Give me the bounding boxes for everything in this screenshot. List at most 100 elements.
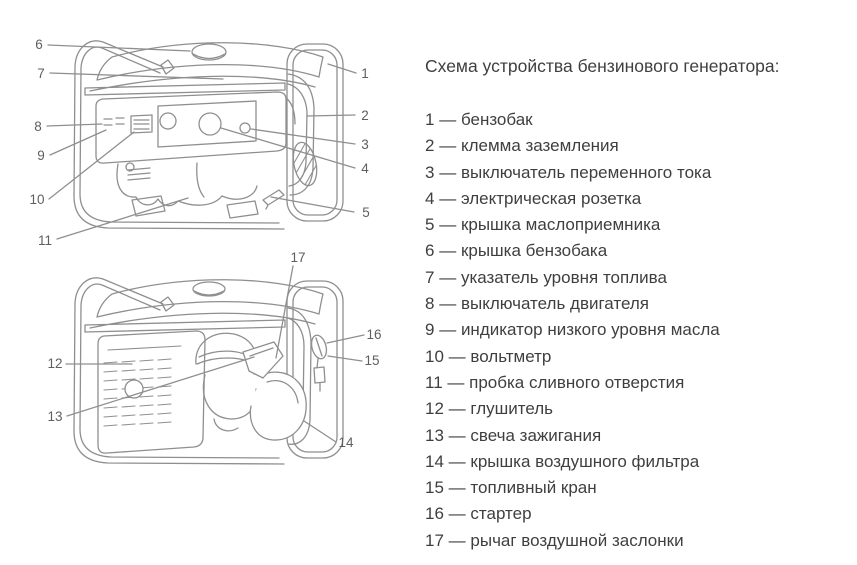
item-number: 9 <box>425 320 435 340</box>
fuel-tank-2 <box>84 279 324 333</box>
item-number: 4 <box>425 188 435 208</box>
callout-number-10: 10 <box>29 192 44 207</box>
dash: — <box>448 346 466 366</box>
item-label: рычаг воздушной заслонки <box>470 530 684 550</box>
legend-item-5: 5 — крышка маслоприемника <box>425 212 855 238</box>
rear-view-callouts: 17 16 15 14 12 13 <box>47 250 381 450</box>
generator-front-view <box>73 40 344 230</box>
callout-line-9 <box>49 129 107 156</box>
item-label: крышка бензобака <box>460 241 608 261</box>
legend-list: 1 — бензобак 2 — клемма заземления 3 — в… <box>425 107 855 554</box>
dash: — <box>439 162 457 182</box>
item-label: бензобак <box>460 110 533 129</box>
callout-line-17 <box>275 265 294 359</box>
item-number: 7 <box>425 267 435 287</box>
callout-number-16: 16 <box>366 327 381 342</box>
engine-switch-marks <box>103 117 125 126</box>
item-number: 8 <box>425 294 435 314</box>
legend-item-8: 8 — выключатель двигателя <box>425 291 855 317</box>
legend: Схема устройства бензинового генератора:… <box>425 55 855 554</box>
legend-item-10: 10 — вольтметр <box>425 344 855 370</box>
item-label: указатель уровня топлива <box>460 267 667 287</box>
panel-knob <box>159 112 177 130</box>
callout-line-8 <box>46 123 103 127</box>
dash: — <box>439 320 457 340</box>
legend-item-14: 14 — крышка воздушного фильтра <box>425 449 855 475</box>
item-label: клемма заземления <box>460 136 619 156</box>
legend-item-7: 7 — указатель уровня топлива <box>425 265 855 291</box>
legend-item-11: 11 — пробка сливного отверстия <box>425 370 855 396</box>
callout-number-6: 6 <box>35 37 43 52</box>
dash: — <box>448 504 466 524</box>
callout-line-5 <box>270 196 355 213</box>
callout-number-14: 14 <box>338 435 354 450</box>
dash: — <box>439 110 457 129</box>
legend-item-6: 6 — крышка бензобака <box>425 238 855 264</box>
callout-number-5: 5 <box>362 205 370 220</box>
item-label: топливный кран <box>470 478 597 498</box>
frame-right-outer <box>286 43 344 222</box>
item-number: 10 <box>425 346 444 366</box>
callout-number-9: 9 <box>37 148 45 163</box>
item-number: 12 <box>425 399 444 419</box>
dash: — <box>439 267 457 287</box>
item-number: 16 <box>425 504 444 524</box>
fuel-cap-rim-2 <box>193 290 225 296</box>
callout-line-13 <box>66 356 255 417</box>
handle-bracket-2 <box>160 296 175 312</box>
power-outlet <box>198 112 222 136</box>
voltmeter <box>130 114 153 134</box>
item-number: 14 <box>425 451 444 471</box>
callout-number-4: 4 <box>361 161 369 176</box>
callout-number-13: 13 <box>47 409 62 424</box>
callout-line-15 <box>327 355 363 362</box>
frame-left-tube-2 <box>73 277 285 465</box>
feet <box>131 195 259 219</box>
callout-number-8: 8 <box>34 119 42 134</box>
callout-line-2 <box>306 114 356 117</box>
item-label: глушитель <box>470 399 554 419</box>
item-label: вольтметр <box>470 346 552 366</box>
item-label: электрическая розетка <box>460 188 642 208</box>
callout-number-11: 11 <box>38 233 52 248</box>
choke-flap <box>242 341 284 379</box>
dash: — <box>448 530 466 550</box>
engine-detail-circle <box>125 162 135 172</box>
front-view-callouts: 6 7 8 9 10 11 1 2 3 4 5 <box>29 37 369 248</box>
callout-line-1 <box>327 63 357 74</box>
item-number: 5 <box>425 215 435 235</box>
item-number: 15 <box>425 478 444 498</box>
item-label: крышка воздушного фильтра <box>470 451 700 471</box>
item-label: индикатор низкого уровня масла <box>460 320 720 340</box>
callout-line-11 <box>56 197 189 240</box>
fuel-cap-rim <box>192 53 226 60</box>
legend-item-16: 16 — стартер <box>425 501 855 527</box>
legend-item-2: 2 — клемма заземления <box>425 133 855 159</box>
alternator-vent <box>292 141 318 187</box>
page-title: Схема устройства бензинового генератора: <box>425 56 780 76</box>
legend-item-4: 4 — электрическая розетка <box>425 186 855 212</box>
starter-grip-line <box>315 337 323 357</box>
fuel-valve <box>313 358 326 392</box>
callout-number-2: 2 <box>361 108 369 123</box>
callout-number-15: 15 <box>364 353 379 368</box>
frame-right-inner <box>292 49 338 216</box>
air-filter-cover <box>249 371 307 441</box>
callout-number-1: 1 <box>361 66 369 81</box>
dash: — <box>448 399 466 419</box>
dash: — <box>448 478 466 498</box>
callout-number-17: 17 <box>290 250 305 265</box>
ac-switch <box>239 122 251 134</box>
callout-line-7 <box>49 72 224 80</box>
item-number: 17 <box>425 530 444 550</box>
frame-right-inner-2 <box>292 286 338 453</box>
control-panel <box>95 91 287 164</box>
dash: — <box>439 136 457 156</box>
legend-item-12: 12 — глушитель <box>425 396 855 422</box>
legend-item-3: 3 — выключатель переменного тока <box>425 160 855 186</box>
item-label: пробка сливного отверстия <box>469 372 685 392</box>
item-number: 3 <box>425 162 435 182</box>
item-label: свеча зажигания <box>470 425 602 445</box>
handle-bracket <box>160 59 175 75</box>
